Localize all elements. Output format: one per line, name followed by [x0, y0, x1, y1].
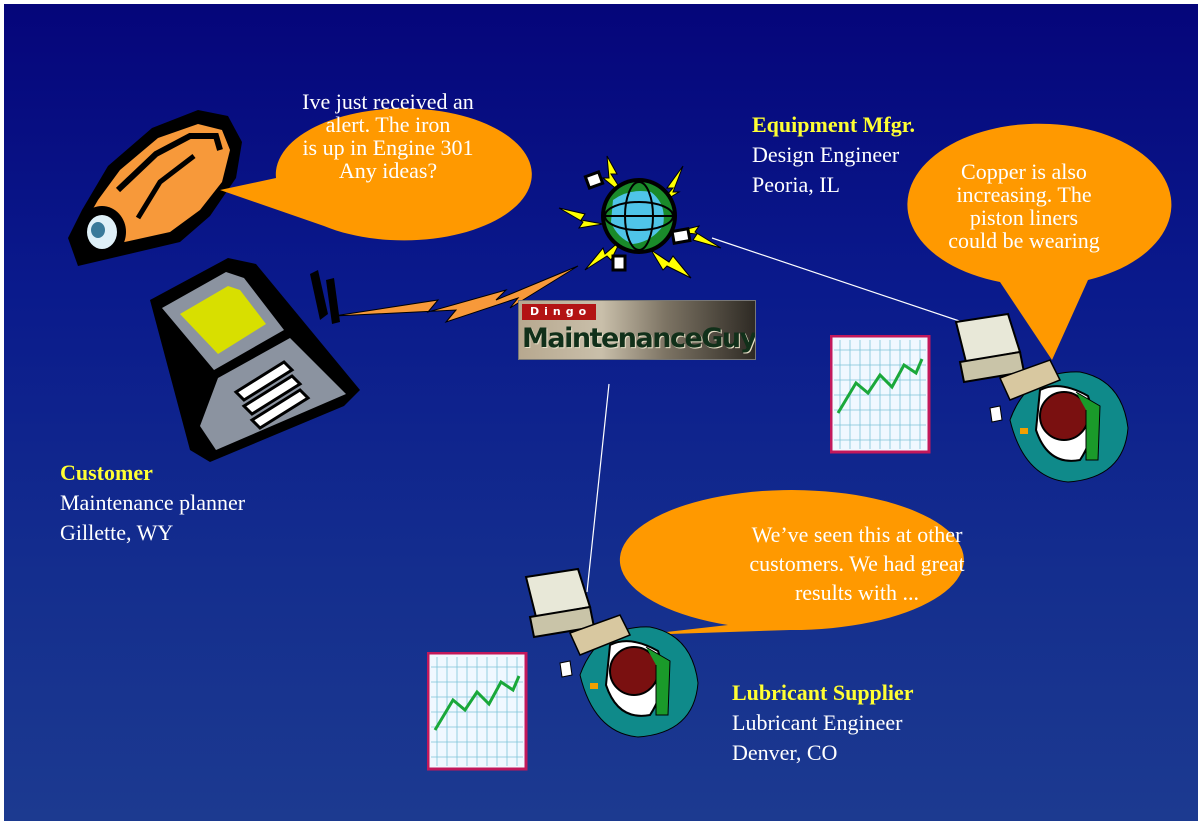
workstation-person-icon [954, 312, 1129, 483]
customer-location: Gillette, WY [60, 520, 174, 545]
line-chart-icon [830, 335, 931, 454]
speech-bubble-equipment-text: Copper is also increasing. The piston li… [904, 160, 1144, 252]
lubricant-supplier-title: Lubricant Engineer [732, 710, 903, 735]
speech-bubble-customer-text: Ive just received an alert. The iron is … [268, 90, 508, 182]
maintenanceguy-logo: Dingo MaintenanceGuy [518, 300, 756, 360]
logo-tag: Dingo [522, 304, 597, 320]
customer-label: Customer Maintenance planner Gillette, W… [60, 458, 245, 548]
lubricant-supplier-location: Denver, CO [732, 740, 838, 765]
bubble-supplier-line: results with ... [794, 580, 920, 605]
globe-network-icon [558, 155, 722, 279]
bubble-equipment-line: could be wearing [948, 228, 1100, 253]
lubricant-supplier-label: Lubricant Supplier Lubricant Engineer De… [732, 678, 914, 768]
bubble-supplier-line: We’ve seen this at other [751, 522, 963, 547]
customer-role: Customer [60, 460, 153, 485]
hard-hat-icon [68, 110, 242, 266]
bubble-supplier-line: customers. We had great [749, 551, 965, 576]
equipment-mfgr-title: Design Engineer [752, 142, 900, 167]
logo-brand: MaintenanceGuy [522, 323, 756, 354]
bubble-customer-line: Any ideas? [338, 158, 438, 183]
bubble-equipment-line: Copper is also [961, 159, 1087, 184]
laptop-icon [150, 258, 360, 462]
equipment-mfgr-role: Equipment Mfgr. [752, 112, 915, 137]
bubble-equipment-line: piston liners [969, 205, 1079, 230]
bubble-customer-line: alert. The iron [325, 112, 451, 137]
equipment-mfgr-location: Peoria, IL [752, 172, 840, 197]
customer-title: Maintenance planner [60, 490, 246, 515]
lubricant-supplier-role: Lubricant Supplier [732, 680, 914, 705]
line-chart-icon [427, 652, 528, 771]
equipment-mfgr-label: Equipment Mfgr. Design Engineer Peoria, … [752, 110, 915, 200]
speech-bubble-supplier-text: We’ve seen this at other customers. We h… [712, 520, 1002, 607]
lightning-bolt-icon [333, 265, 579, 324]
workstation-person-icon [524, 567, 699, 738]
bubble-equipment-line: increasing. The [956, 182, 1092, 207]
bubble-customer-line: is up in Engine 301 [302, 135, 474, 160]
bubble-customer-line: Ive just received an [302, 89, 474, 114]
connector-supplier-line [586, 383, 610, 593]
